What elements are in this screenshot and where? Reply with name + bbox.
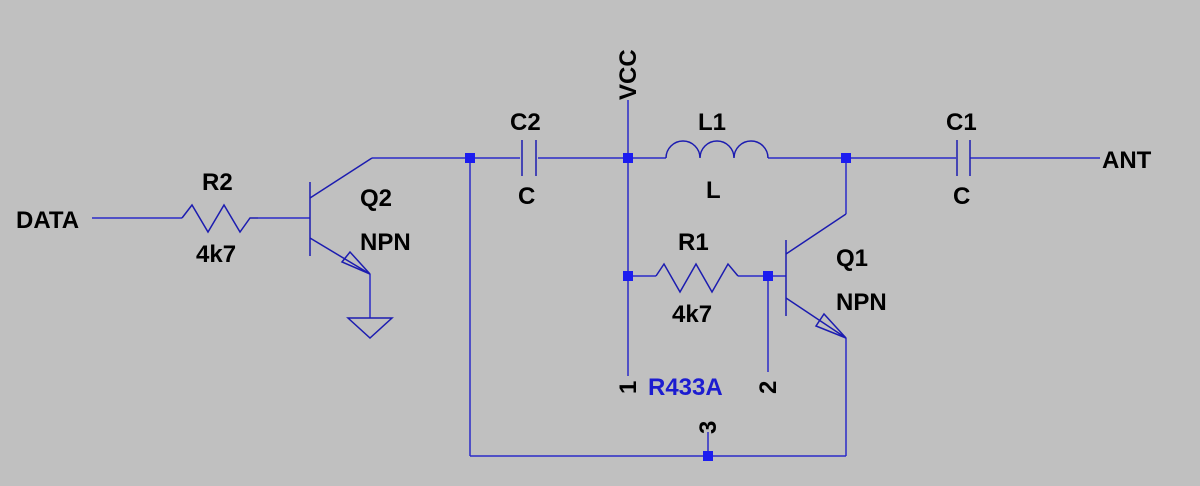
q2-ref-label: Q2 [360, 185, 392, 212]
l1-inductor[interactable] [665, 140, 769, 159]
part-name-label: R433A [648, 374, 723, 401]
c1-value-label: C [953, 183, 970, 210]
q1-value-label: NPN [836, 289, 887, 316]
c1-ref-label: C1 [946, 109, 977, 136]
r1-ref-label: R1 [678, 229, 709, 256]
l1-ref-label: L1 [698, 109, 726, 136]
r2-ref-label: R2 [202, 169, 233, 196]
wires [92, 100, 1100, 457]
c1-capacitor[interactable] [956, 140, 971, 176]
q1-ref-label: Q1 [836, 245, 868, 272]
c2-ref-label: C2 [510, 109, 541, 136]
data-net-label: DATA [16, 207, 79, 234]
pin-1-label: 1 [615, 381, 642, 394]
l1-value-label: L [706, 177, 721, 204]
c2-capacitor[interactable] [521, 140, 537, 176]
r1-resistor[interactable] [655, 262, 739, 294]
r2-value-label: 4k7 [196, 241, 236, 268]
ground-symbol [346, 317, 394, 340]
q2-value-label: NPN [360, 229, 411, 256]
pin-2-label: 2 [755, 381, 782, 394]
r2-resistor[interactable] [181, 203, 258, 234]
r1-value-label: 4k7 [672, 301, 712, 328]
ant-net-label: ANT [1102, 147, 1152, 174]
junctions [465, 153, 851, 461]
q2-transistor[interactable] [309, 157, 373, 275]
c2-value-label: C [518, 183, 535, 210]
q1-transistor[interactable] [785, 213, 847, 339]
vcc-net-label: VCC [615, 49, 642, 100]
pin-3-label: 3 [695, 421, 722, 434]
